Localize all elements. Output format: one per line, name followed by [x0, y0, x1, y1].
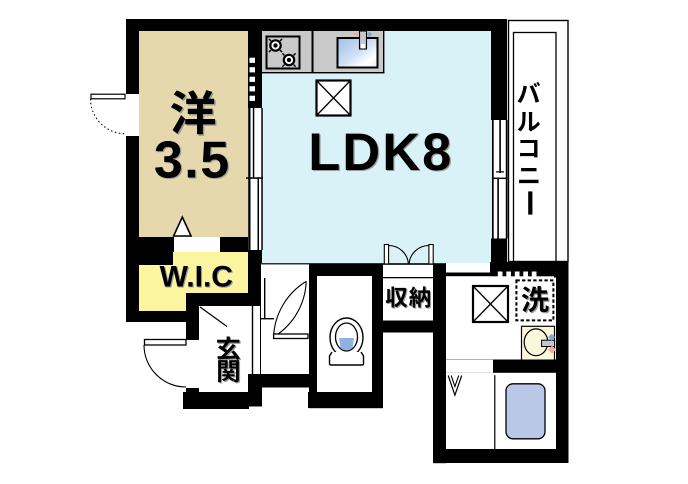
svg-text:LDK8: LDK8: [308, 123, 453, 182]
svg-text:3.5: 3.5: [155, 133, 232, 191]
svg-text:3.5: 3.5: [154, 131, 231, 189]
svg-text:W.I.C: W.I.C: [161, 261, 234, 294]
svg-text:LDK8: LDK8: [309, 124, 454, 183]
svg-text:W.I.C: W.I.C: [160, 260, 233, 293]
